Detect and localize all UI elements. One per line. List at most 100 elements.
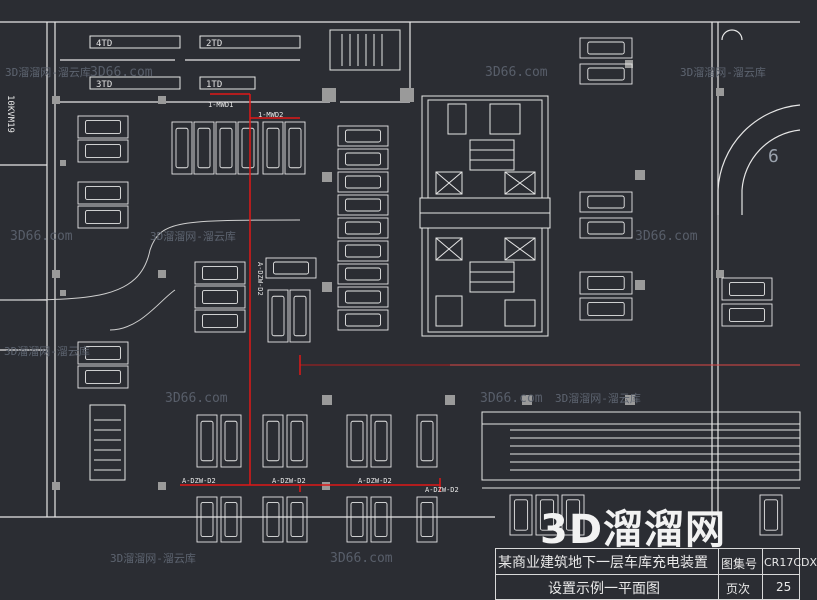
parking-stall bbox=[416, 414, 438, 468]
parking-stall bbox=[265, 257, 317, 279]
tag-4td: 4TD bbox=[96, 39, 112, 49]
atlas-number-value: CR17CDX bbox=[764, 556, 817, 569]
parking-stall bbox=[337, 194, 389, 216]
parking-stall bbox=[262, 496, 284, 543]
label-mwd1: 1-MWD1 bbox=[208, 101, 233, 109]
label-feeder-b: A-DZW-D2 bbox=[272, 477, 306, 485]
parking-stall bbox=[759, 494, 783, 536]
watermarks-cn: 3D溜溜网-溜云库 3D溜溜网-溜云库 3D溜溜网-溜云库 3D溜溜网-溜云库 … bbox=[4, 65, 766, 565]
parking-stall bbox=[77, 341, 129, 365]
parking-stall bbox=[196, 496, 218, 543]
watermark-url: 3D66.com bbox=[480, 391, 543, 406]
floor-plan-canvas: 4TD 2TD 3TD 1TD 1-MWD1 1-MWD2 A-DZW-D2 A… bbox=[0, 21, 801, 566]
parking-stall bbox=[721, 277, 773, 301]
drawing-title-line1: 某商业建筑地下一层车库充电装置 bbox=[498, 555, 708, 571]
watermark-cn: 3D溜溜网-溜云库 bbox=[4, 344, 90, 358]
parking-stall bbox=[286, 496, 308, 543]
parking-stall bbox=[721, 303, 773, 327]
left-stair bbox=[89, 404, 126, 481]
watermarks: 3D66.com 3D66.com 3D66.com 3D66.com 3D66… bbox=[10, 65, 698, 566]
parking-stall bbox=[579, 217, 633, 239]
label-feeder-a: A-DZW-D2 bbox=[182, 477, 216, 485]
parking-stall bbox=[337, 217, 389, 239]
parking-stall bbox=[579, 271, 633, 295]
parking-stall bbox=[262, 121, 284, 175]
parking-stall bbox=[535, 494, 559, 536]
parking-stall bbox=[346, 496, 368, 543]
parking-stall bbox=[196, 414, 218, 468]
tag-2td: 2TD bbox=[206, 39, 222, 49]
parking-stalls bbox=[77, 37, 783, 543]
parking-stall bbox=[370, 414, 392, 468]
zone-number: 6 bbox=[768, 146, 779, 167]
parking-stall bbox=[220, 414, 242, 468]
parking-stall bbox=[194, 261, 246, 285]
parking-stall bbox=[579, 297, 633, 321]
circuit-labels: 1-MWD1 1-MWD2 A-DZW-D2 A-DZW-D2 A-DZW-D2… bbox=[182, 101, 459, 494]
parking-stall bbox=[77, 115, 129, 139]
tag-1td: 1TD bbox=[206, 80, 222, 90]
ramp-curve bbox=[717, 29, 801, 215]
parking-stall bbox=[579, 63, 633, 85]
parking-stall bbox=[171, 121, 193, 175]
parking-stall bbox=[416, 496, 438, 543]
parking-stall bbox=[237, 121, 259, 175]
label-feeder-d: A-DZW-D2 bbox=[425, 486, 459, 494]
parking-stall bbox=[346, 414, 368, 468]
label-mwd2: 1-MWD2 bbox=[258, 111, 283, 119]
drawing-title-block: 某商业建筑地下一层车库充电装置 设置示例一平面图 图集号 CR17CDX 页次 … bbox=[495, 548, 817, 600]
parking-stall bbox=[370, 496, 392, 543]
parking-stall bbox=[262, 414, 284, 468]
parking-stall bbox=[579, 191, 633, 213]
parking-stall bbox=[561, 494, 585, 536]
label-feeder-c: A-DZW-D2 bbox=[358, 477, 392, 485]
label-cable-vertical: A-DZW-D2 bbox=[256, 262, 264, 296]
parking-stall bbox=[77, 365, 129, 389]
parking-stall bbox=[579, 37, 633, 59]
parking-stall bbox=[337, 263, 389, 285]
watermark-cn: 3D溜溜网-溜云库 bbox=[5, 65, 91, 79]
watermark-url: 3D66.com bbox=[330, 551, 393, 566]
parking-stall bbox=[337, 240, 389, 262]
atlas-number-label: 图集号 bbox=[721, 557, 758, 571]
ramp-strip bbox=[481, 411, 801, 489]
parking-stall bbox=[193, 121, 215, 175]
parking-stall bbox=[194, 309, 246, 333]
parking-stall bbox=[77, 181, 129, 205]
watermark-cn: 3D溜溜网-溜云库 bbox=[150, 229, 236, 243]
charging-circuit bbox=[180, 93, 800, 492]
tag-3td: 3TD bbox=[96, 80, 112, 90]
parking-stall bbox=[215, 121, 237, 175]
parking-stall bbox=[509, 494, 533, 536]
watermark-cn: 3D溜溜网-溜云库 bbox=[555, 391, 641, 405]
parking-stall bbox=[337, 171, 389, 193]
parking-stall bbox=[194, 285, 246, 309]
top-stair bbox=[329, 29, 401, 71]
parking-stall bbox=[337, 286, 389, 308]
equipment-tag-boxes bbox=[89, 35, 301, 90]
parking-stall bbox=[337, 148, 389, 170]
watermark-url: 3D66.com bbox=[485, 65, 548, 80]
parking-stall bbox=[77, 205, 129, 229]
core-elevator-block bbox=[419, 95, 551, 337]
watermark-url: 3D66.com bbox=[90, 65, 153, 80]
watermark-cn: 3D溜溜网-溜云库 bbox=[110, 551, 196, 565]
watermark-url: 3D66.com bbox=[10, 229, 73, 244]
building-walls bbox=[0, 21, 800, 518]
parking-stall bbox=[267, 289, 289, 343]
equipment-tag-labels: 4TD 2TD 3TD 1TD bbox=[96, 39, 222, 90]
watermark-cn: 3D溜溜网-溜云库 bbox=[680, 65, 766, 79]
parking-stall bbox=[220, 496, 242, 543]
watermark-url: 3D66.com bbox=[165, 391, 228, 406]
page-number-label: 页次 bbox=[726, 582, 751, 596]
parking-stall bbox=[77, 139, 129, 163]
drawing-title-line2: 设置示例一平面图 bbox=[548, 581, 660, 597]
brand-logo-watermark: 3D溜溜网 bbox=[540, 507, 727, 553]
page-number-value: 25 bbox=[776, 580, 792, 594]
parking-stall bbox=[337, 309, 389, 331]
parking-stall bbox=[284, 121, 306, 175]
structural-columns bbox=[52, 60, 724, 490]
parking-stall bbox=[289, 289, 311, 343]
parking-stall bbox=[337, 125, 389, 147]
grid-mark-left: 10KVM19 bbox=[5, 95, 15, 133]
